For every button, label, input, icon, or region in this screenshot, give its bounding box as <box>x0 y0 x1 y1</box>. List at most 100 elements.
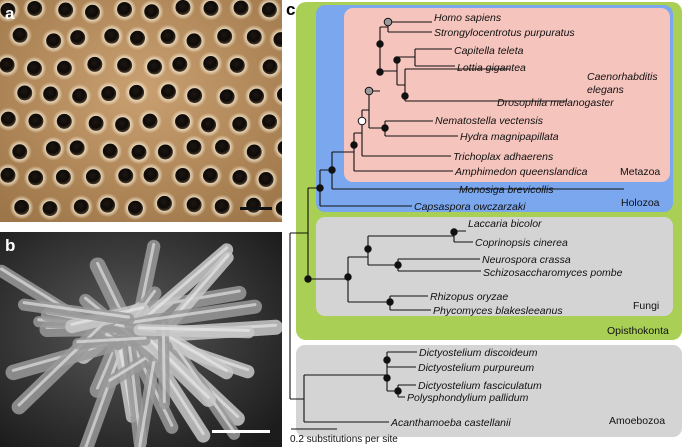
cell <box>246 144 262 160</box>
cell <box>129 84 145 100</box>
panel-c-phylogenetic-tree: c <box>285 0 685 447</box>
node <box>383 356 391 364</box>
node-grey <box>383 17 393 27</box>
cell <box>142 113 158 129</box>
tube <box>124 299 263 332</box>
cell <box>186 139 202 155</box>
cell <box>277 141 282 155</box>
node <box>328 166 336 174</box>
node <box>364 245 372 253</box>
group-label-opisthokonta: Opisthokonta <box>607 325 669 337</box>
cell <box>202 168 218 184</box>
cell <box>0 167 16 183</box>
species-label: Drosophila melanogaster <box>497 97 614 109</box>
cell <box>69 140 85 156</box>
cell <box>104 28 120 44</box>
cell <box>131 144 147 160</box>
cell <box>160 84 176 100</box>
species-label: Capsaspora owczarzaki <box>414 201 526 213</box>
node <box>386 298 394 306</box>
cell <box>229 57 245 73</box>
tube <box>156 328 234 380</box>
cell <box>246 197 262 213</box>
cell <box>0 57 15 73</box>
species-label: Hydra magnipapillata <box>460 131 559 143</box>
species-label: Polysphondylium pallidum <box>407 392 529 404</box>
group-label-metazoa: Metazoa <box>620 166 660 178</box>
tube-highlight <box>162 331 229 373</box>
metazoa-box <box>344 8 670 182</box>
cell <box>156 195 172 211</box>
cell <box>232 116 248 132</box>
species-label: Lottia gigantea <box>457 62 526 74</box>
species-label: elegans <box>587 84 625 96</box>
tube <box>17 298 135 326</box>
node-grey <box>364 86 374 96</box>
tube-highlight <box>137 326 251 332</box>
cell <box>46 33 62 49</box>
cell <box>17 85 33 101</box>
cell <box>275 201 282 216</box>
cell <box>85 169 101 185</box>
species-label: Nematostella vectensis <box>435 115 544 127</box>
panel-letter-a: a <box>5 4 15 23</box>
species-label: Rhizopus oryzae <box>430 291 508 303</box>
cell <box>276 87 282 102</box>
cell <box>203 56 219 72</box>
panel-b-sem-image: b <box>0 232 282 447</box>
cell <box>233 0 249 16</box>
node <box>376 40 384 48</box>
scale-bar-b <box>212 430 270 433</box>
panel-letter-b: b <box>5 236 16 255</box>
cell <box>172 56 188 72</box>
cell <box>12 27 28 43</box>
cell <box>101 86 117 102</box>
tube-highlight <box>76 336 147 344</box>
cell <box>117 57 133 73</box>
cell <box>73 199 89 215</box>
cell <box>175 168 191 184</box>
group-label-fungi: Fungi <box>633 300 659 312</box>
cell <box>175 114 191 130</box>
cells-layer <box>0 0 282 221</box>
cell <box>28 170 44 186</box>
node <box>316 184 324 192</box>
node <box>381 124 389 132</box>
panel-a-micrograph: a <box>0 0 282 222</box>
cell <box>27 0 43 16</box>
cell <box>203 0 219 16</box>
node <box>394 261 402 269</box>
cell <box>214 139 230 155</box>
fungi-box <box>316 217 673 316</box>
tree-nodes <box>304 17 458 395</box>
cell <box>26 61 42 77</box>
cell <box>72 88 88 104</box>
group-label-amoebozoa: Amoebozoa <box>609 415 665 427</box>
cell <box>262 59 278 75</box>
node <box>344 273 352 281</box>
cell <box>12 144 28 160</box>
cell <box>246 29 262 45</box>
species-label: Monosiga brevicollis <box>459 184 554 196</box>
cell <box>175 0 191 15</box>
cell <box>143 167 159 183</box>
cell <box>262 114 278 130</box>
cell <box>144 4 160 20</box>
cell <box>0 111 16 127</box>
cell <box>273 32 282 48</box>
cell <box>186 197 202 213</box>
cell <box>118 168 134 184</box>
cell <box>214 199 230 215</box>
node <box>304 275 312 283</box>
cell <box>87 56 103 72</box>
cell <box>160 29 176 45</box>
tube-highlight <box>17 310 117 407</box>
tube-highlight <box>141 331 210 399</box>
node <box>376 68 384 76</box>
species-label: Dictyostelium discoideum <box>419 347 538 359</box>
scale-bar-a <box>240 207 272 210</box>
node <box>450 228 458 236</box>
cell <box>56 113 72 129</box>
cell <box>115 117 131 133</box>
cell <box>56 60 72 76</box>
